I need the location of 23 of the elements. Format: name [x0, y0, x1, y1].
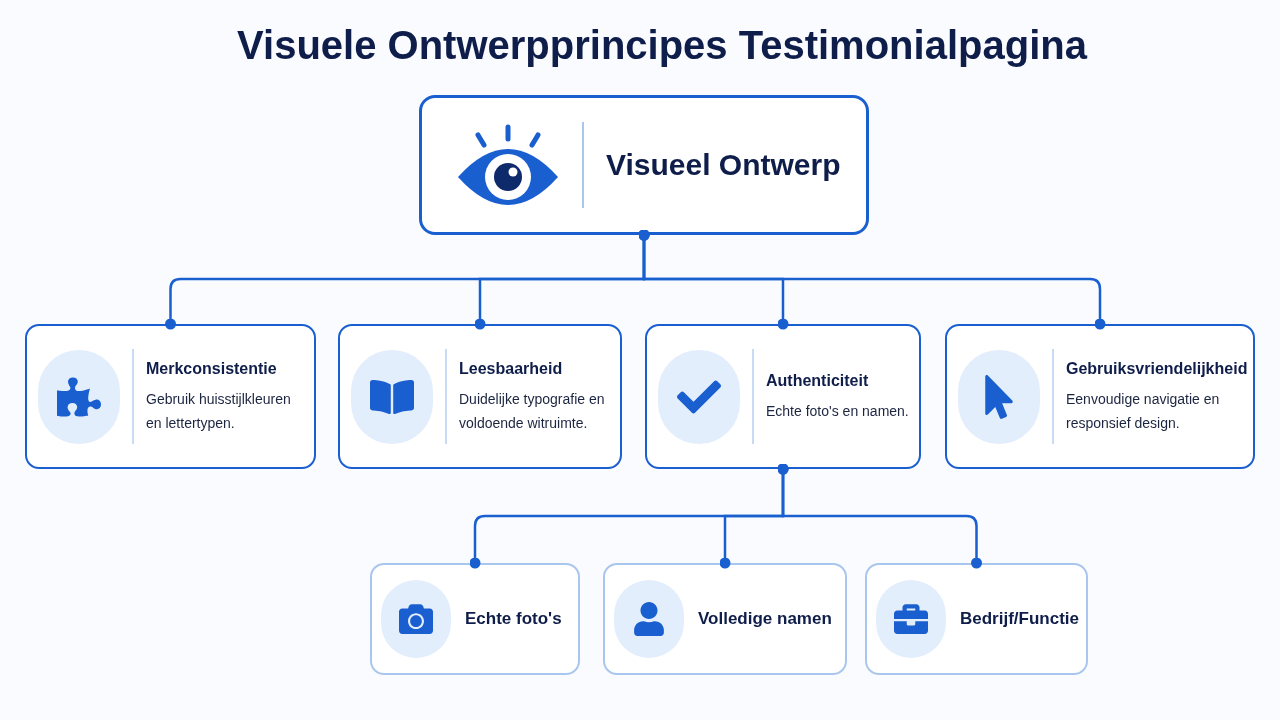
node-label: Echte foto's [465, 608, 562, 630]
node-heading: Gebruiksvriendelijkheid [1066, 358, 1249, 379]
principle-card [25, 324, 316, 469]
node-heading: Merkconsistentie [146, 358, 278, 379]
topic-box [419, 95, 869, 235]
connector-line [777, 463, 982, 569]
detail-card [370, 563, 580, 675]
detail-card [603, 563, 847, 675]
node-description: Gebruik huisstijlkleuren en lettertypen. [146, 389, 292, 433]
node-label: Volledige namen [698, 608, 832, 630]
node-description: Echte foto's en namen. [766, 401, 910, 421]
connector-line [638, 229, 1106, 330]
node-label: Bedrijf/Functie [960, 608, 1079, 630]
detail-card [865, 563, 1088, 675]
node-title: Visueel Ontwerp [606, 147, 841, 184]
node-heading: Leesbaarheid [459, 358, 564, 379]
node-heading: Authenticiteit [766, 370, 870, 391]
diagram-title: Visuele Ontwerpprincipes Testimonialpagina [236, 22, 1089, 69]
node-description: Eenvoudige navigatie en responsief design. [1066, 389, 1221, 433]
node-description: Duidelijke typografie en voldoende witruimte. [459, 389, 606, 433]
principle-card [645, 324, 921, 469]
principle-card [945, 324, 1255, 469]
principle-card [338, 324, 622, 469]
